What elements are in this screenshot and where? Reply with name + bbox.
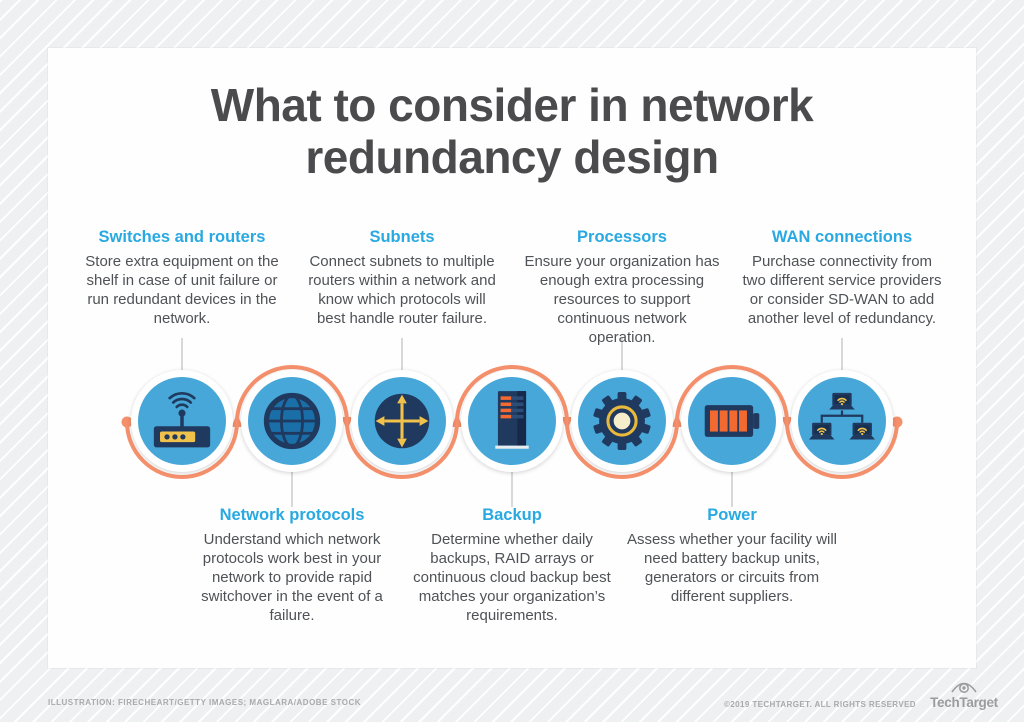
bubble-backup — [461, 370, 563, 472]
connector-line — [181, 338, 183, 371]
step-desc: Understand which network protocols work … — [201, 531, 383, 624]
bubble-switches-and-routers — [131, 370, 233, 472]
server-icon — [495, 391, 529, 449]
step-label: Network protocols — [219, 506, 365, 524]
connector-line — [291, 471, 293, 507]
step-label: Power — [707, 506, 757, 524]
step-label: Backup — [482, 506, 542, 524]
step-label: Processors — [577, 228, 667, 246]
gear-icon — [593, 391, 651, 451]
step-desc: Ensure your organization has enough extr… — [524, 253, 720, 346]
step-subnets: Subnets Connect subnets to multiple rout… — [302, 228, 502, 329]
step-label: Subnets — [369, 228, 435, 246]
bubble-processors — [571, 370, 673, 472]
step-network-protocols: Network protocols Understand which netwo… — [186, 506, 398, 625]
crossroads-arrows-icon — [374, 393, 430, 449]
step-wan-connections: WAN connections Purchase connectivity fr… — [742, 228, 942, 329]
globe-icon — [263, 392, 321, 450]
techtarget-logo: TechTarget — [926, 680, 1002, 712]
battery-icon — [704, 405, 760, 437]
step-label: WAN connections — [771, 228, 913, 246]
infographic-card — [48, 48, 976, 668]
connector-line — [731, 471, 733, 507]
bubble-network-protocols — [241, 370, 343, 472]
connector-line — [841, 338, 843, 371]
eye-icon — [951, 682, 977, 693]
connector-line — [401, 338, 403, 371]
bubble-wan-connections — [791, 370, 893, 472]
page-title-text: What to consider in network redundancy d… — [210, 79, 814, 183]
step-desc: Store extra equipment on the shelf in ca… — [85, 253, 279, 327]
bubble-subnets — [351, 370, 453, 472]
illustration-credit: ILLUSTRATION: FIRECHEART/GETTY IMAGES; M… — [48, 698, 361, 707]
page-title: What to consider in network redundancy d… — [0, 79, 1024, 183]
step-desc: Determine whether daily backups, RAID ar… — [413, 531, 611, 624]
bubble-power — [681, 370, 783, 472]
step-switches-and-routers: Switches and routers Store extra equipme… — [82, 228, 282, 329]
step-power: Power Assess whether your facility will … — [626, 506, 838, 607]
brand-text: TechTarget — [930, 695, 998, 710]
step-desc: Connect subnets to multiple routers with… — [308, 253, 496, 327]
step-backup: Backup Determine whether daily backups, … — [406, 506, 618, 625]
connector-line — [621, 338, 623, 371]
wireless-router-icon — [153, 391, 211, 448]
laptop-network-icon — [808, 392, 876, 441]
step-desc: Assess whether your facility will need b… — [626, 531, 838, 605]
step-label: Switches and routers — [98, 228, 266, 246]
connector-line — [511, 471, 513, 507]
step-processors: Processors Ensure your organization has … — [522, 228, 722, 347]
copyright-text: ©2019 TECHTARGET. ALL RIGHTS RESERVED — [724, 700, 916, 709]
step-desc: Purchase connectivity from two different… — [742, 253, 942, 327]
